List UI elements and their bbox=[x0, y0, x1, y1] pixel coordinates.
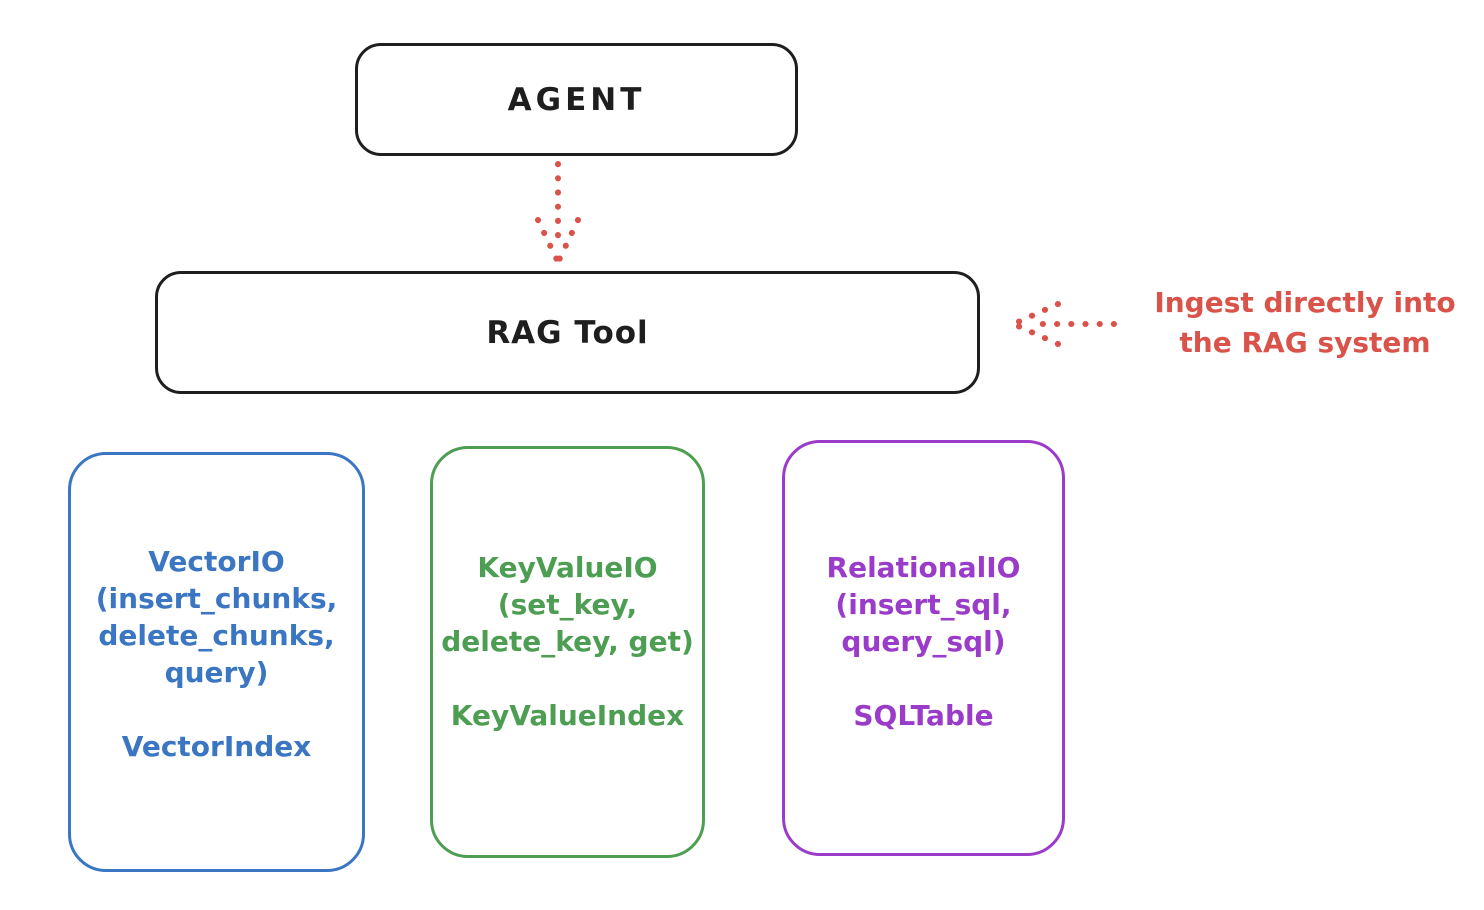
node-agent: AGENT bbox=[355, 43, 798, 156]
vector-io-line-3: delete_chunks, bbox=[98, 619, 335, 652]
annotation-ingest: Ingest directly into the RAG system bbox=[1125, 283, 1484, 363]
relational-io-line-2: (insert_sql, bbox=[835, 588, 1012, 621]
node-key-value-io: KeyValueIO (set_key, delete_key, get) Ke… bbox=[430, 446, 705, 858]
vector-io-line-1: VectorIO bbox=[148, 545, 285, 578]
node-vector-io-signature: VectorIO (insert_chunks, delete_chunks, … bbox=[96, 543, 338, 691]
vector-io-line-4: query) bbox=[164, 656, 269, 689]
annotation-line-2: the RAG system bbox=[1179, 326, 1431, 359]
arrow-annotation-to-rag-icon bbox=[1015, 301, 1117, 347]
node-rag-tool: RAG Tool bbox=[155, 271, 980, 394]
node-relational-io: RelationalIO (insert_sql, query_sql) SQL… bbox=[782, 440, 1065, 856]
node-vector-io-index-label: VectorIndex bbox=[121, 730, 312, 763]
node-agent-label: AGENT bbox=[507, 81, 646, 118]
annotation-line-1: Ingest directly into bbox=[1154, 286, 1456, 319]
relational-io-line-1: RelationalIO bbox=[826, 551, 1021, 584]
vector-io-line-2: (insert_chunks, bbox=[95, 582, 338, 615]
node-rag-tool-label: RAG Tool bbox=[486, 314, 649, 351]
node-vector-io: VectorIO (insert_chunks, delete_chunks, … bbox=[68, 452, 365, 872]
relational-io-line-3: query_sql) bbox=[841, 625, 1006, 658]
key-value-io-line-1: KeyValueIO bbox=[477, 551, 658, 584]
arrow-agent-to-rag-icon bbox=[535, 161, 581, 263]
key-value-io-line-2: (set_key, bbox=[497, 588, 638, 621]
node-key-value-io-index-label: KeyValueIndex bbox=[450, 699, 685, 732]
node-relational-io-signature: RelationalIO (insert_sql, query_sql) bbox=[827, 549, 1021, 660]
node-relational-io-table-label: SQLTable bbox=[853, 699, 994, 732]
key-value-io-line-3: delete_key, get) bbox=[441, 625, 694, 658]
node-key-value-io-signature: KeyValueIO (set_key, delete_key, get) bbox=[441, 549, 694, 660]
